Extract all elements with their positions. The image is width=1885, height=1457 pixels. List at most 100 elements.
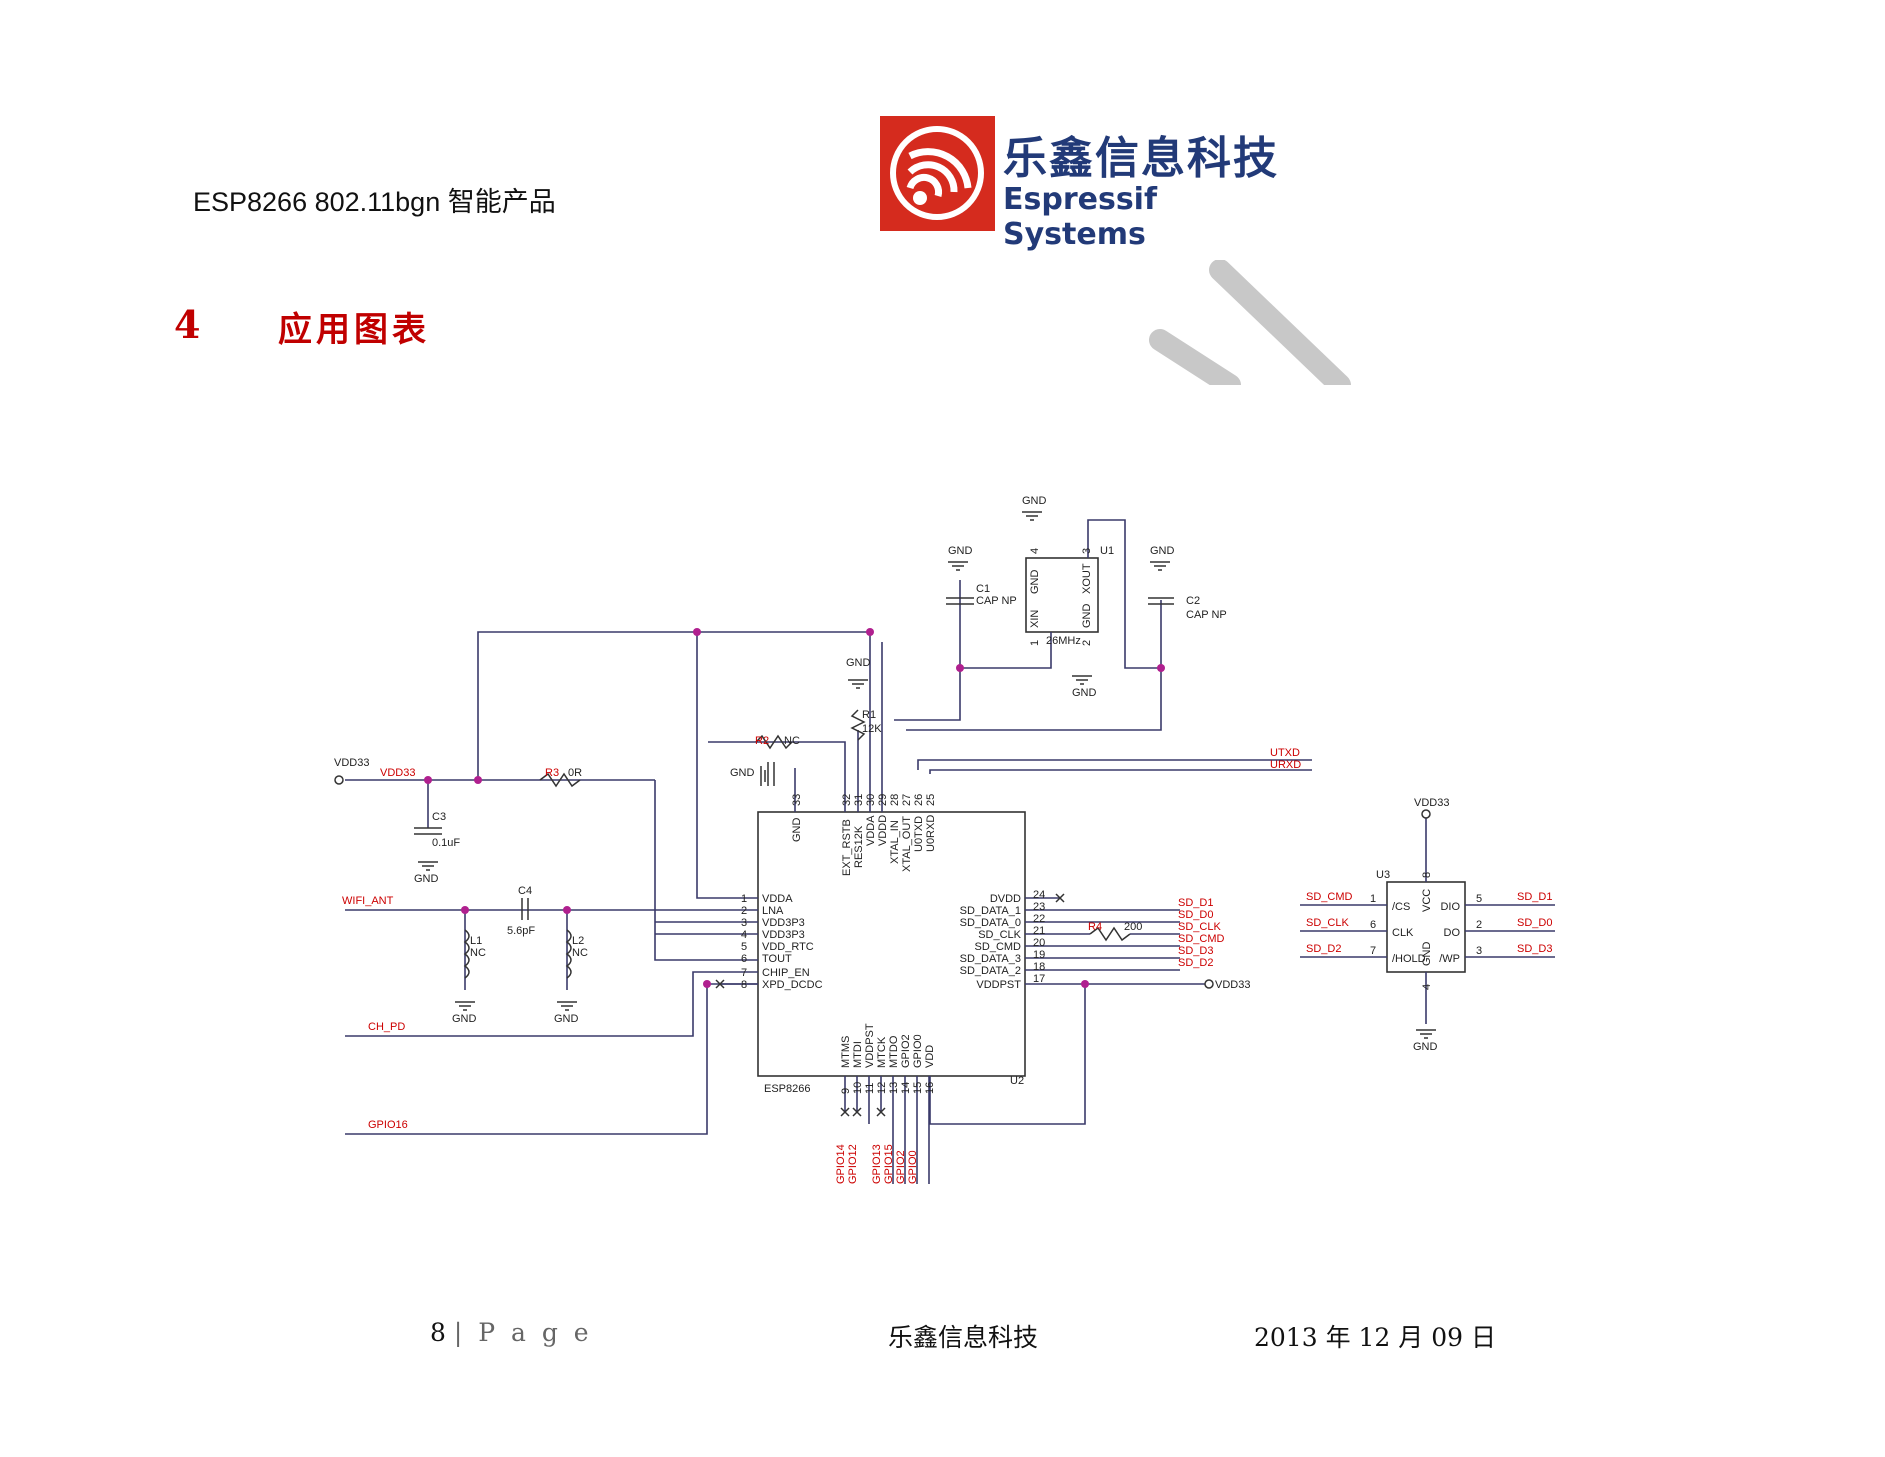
net-label: SD_D3 — [1178, 945, 1213, 957]
net-label: WIFI_ANT — [342, 895, 394, 907]
pin-num: 12 — [876, 1082, 888, 1094]
gnd-label: GND — [1413, 1041, 1438, 1053]
net-label: SD_D3 — [1517, 943, 1552, 955]
pin-label: MTCK — [876, 1036, 888, 1068]
net-label: SD_CLK — [1306, 917, 1349, 929]
pin-num: 29 — [877, 794, 889, 806]
crystal-pin: GND — [1029, 570, 1041, 595]
net-label: SD_D0 — [1178, 909, 1213, 921]
pin-label: VDDD — [877, 815, 889, 846]
gnd-label: GND — [1072, 687, 1097, 699]
flash-pin-num: 4 — [1421, 984, 1433, 990]
component-value: NC — [470, 947, 486, 959]
component-ref: C1 — [976, 583, 990, 595]
pin-label: U0RXD — [925, 815, 937, 852]
net-label: SD_CMD — [1306, 891, 1353, 903]
espressif-logo: 乐鑫信息科技 Espressif Systems — [880, 116, 1300, 252]
pin-label: U0TXD — [913, 816, 925, 852]
net-label: SD_CLK — [1178, 921, 1221, 933]
pin-num: 1 — [741, 893, 747, 905]
component-value: 12K — [862, 723, 882, 735]
flash-pin-num: 6 — [1370, 919, 1376, 931]
pin-num: 27 — [901, 794, 913, 806]
pin-num: 20 — [1033, 937, 1045, 949]
component-ref: C3 — [432, 811, 446, 823]
pin-label: VDD3P3 — [762, 929, 805, 941]
component-value: NC — [784, 735, 800, 747]
vdd-port-label: VDD33 — [1215, 979, 1250, 991]
logo-text-cn: 乐鑫信息科技 — [1003, 133, 1279, 184]
pin-num: 13 — [888, 1082, 900, 1094]
net-label: GPIO14 — [835, 1144, 847, 1184]
esp-ref-label: U2 — [1010, 1075, 1024, 1087]
pin-num: 15 — [912, 1082, 924, 1094]
crystal-ref: U1 — [1100, 545, 1114, 557]
crystal-pin-num: 4 — [1029, 548, 1041, 554]
pin-num: 21 — [1033, 925, 1045, 937]
pin-num: 6 — [741, 953, 747, 965]
component-value: 200 — [1124, 921, 1142, 933]
component-ref: R2 — [755, 735, 769, 747]
net-label: CH_PD — [368, 1021, 405, 1033]
flash-ref: U3 — [1376, 869, 1390, 881]
pin-label: DVDD — [990, 893, 1021, 905]
net-label: SD_CMD — [1178, 933, 1225, 945]
crystal-pin: XIN — [1029, 610, 1041, 628]
pin-num: 14 — [900, 1082, 912, 1094]
net-label: SD_D2 — [1306, 943, 1341, 955]
pin-label: SD_DATA_0 — [960, 917, 1021, 929]
pin-label: VDDA — [762, 893, 793, 905]
pin-label: GPIO0 — [912, 1034, 924, 1068]
pin-num: 2 — [741, 905, 747, 917]
net-label: URXD — [1270, 759, 1301, 771]
espressif-logo-icon — [880, 116, 995, 231]
gnd-label: GND — [414, 873, 439, 885]
pin-num: 16 — [924, 1082, 936, 1094]
pin-num: 31 — [853, 794, 865, 806]
component-ref: C2 — [1186, 595, 1200, 607]
flash-pin: GND — [1421, 942, 1433, 967]
pin-label: XPD_DCDC — [762, 979, 823, 991]
crystal-pin-num: 2 — [1081, 640, 1093, 646]
component-ref: L2 — [572, 935, 584, 947]
footer-date: 2013 年 12 月 09 日 — [1254, 1323, 1496, 1352]
pin-label: TOUT — [762, 953, 792, 965]
gnd-label: GND — [730, 767, 755, 779]
gnd-label: GND — [948, 545, 973, 557]
vdd-port-label: VDD33 — [1414, 797, 1449, 809]
page-label: | P a g e — [453, 1318, 593, 1347]
flash-pin: /WP — [1439, 953, 1460, 965]
pin-label: MTDO — [888, 1035, 900, 1068]
pin-label: VDDPST — [976, 979, 1021, 991]
pin-num: 28 — [889, 794, 901, 806]
crystal-pin: XOUT — [1081, 563, 1093, 594]
flash-pin-num: 2 — [1476, 919, 1482, 931]
watermark-stroke — [1140, 260, 1360, 385]
pin-label: GPIO2 — [900, 1034, 912, 1068]
pin-num: 4 — [741, 929, 747, 941]
page-number: 8 — [430, 1318, 446, 1347]
flash-pin: VCC — [1421, 889, 1433, 912]
pin-num: 8 — [741, 979, 747, 991]
crystal-freq: 26MHz — [1046, 635, 1081, 647]
pin-label: MTMS — [840, 1036, 852, 1068]
component-ref: R4 — [1088, 921, 1102, 933]
pin-num: 26 — [913, 794, 925, 806]
component-ref: R1 — [862, 709, 876, 721]
pin-label: VDD3P3 — [762, 917, 805, 929]
pin-label: XTAL_IN — [889, 820, 901, 864]
gnd-label: GND — [554, 1013, 579, 1025]
esp-part-label: ESP8266 — [764, 1083, 810, 1095]
pin-num: 22 — [1033, 913, 1045, 925]
pin-num: 23 — [1033, 901, 1045, 913]
pin-label: VDDPST — [864, 1023, 876, 1068]
pin-label: SD_CLK — [978, 929, 1021, 941]
pin-label: SD_DATA_2 — [960, 965, 1021, 977]
net-label: GPIO15 — [883, 1144, 895, 1184]
pin-num: 32 — [841, 794, 853, 806]
net-label: VDD33 — [380, 767, 415, 779]
net-label: SD_D2 — [1178, 957, 1213, 969]
gnd-label: GND — [1150, 545, 1175, 557]
net-label: GPIO0 — [907, 1150, 919, 1184]
flash-pin-num: 7 — [1370, 945, 1376, 957]
